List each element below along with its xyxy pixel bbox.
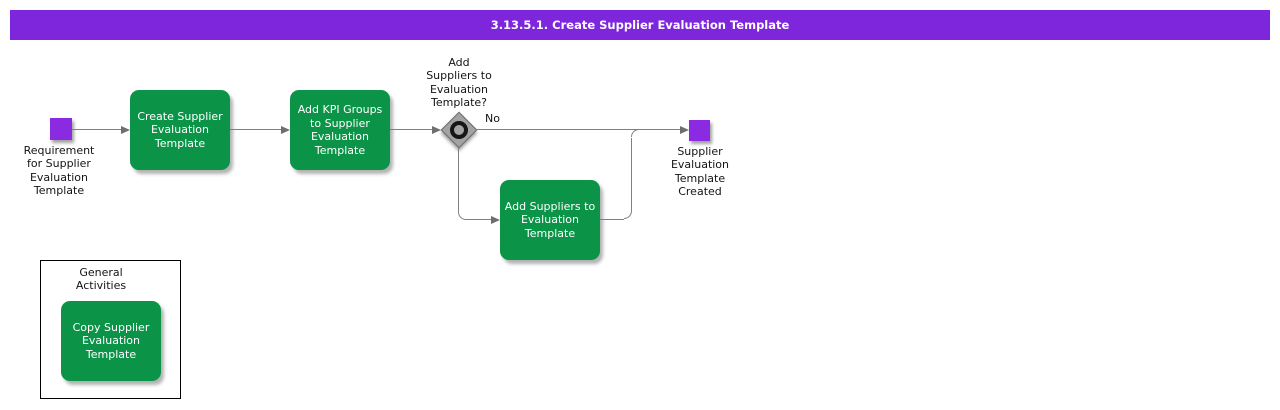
start-event-square[interactable] [50, 118, 72, 140]
decision-ring-icon [450, 121, 468, 139]
arrowhead-icon [121, 126, 130, 134]
activity-copy-supplier-evaluation-template[interactable]: Copy Supplier Evaluation Template [61, 301, 161, 381]
activity-label: Copy Supplier Evaluation Template [72, 320, 150, 361]
end-event-square[interactable] [689, 120, 710, 141]
general-activities-group: General Activities Copy Supplier Evaluat… [40, 260, 181, 399]
connector-corner [458, 212, 466, 220]
connector-merge-up-line [631, 138, 632, 211]
decision-no-branch-label: No [485, 112, 500, 125]
end-event-label: Supplier Evaluation Template Created [670, 145, 730, 199]
activity-label: Create Supplier Evaluation Template [137, 109, 223, 150]
connector-yes-branch-down-line [458, 148, 459, 212]
connector-create-to-kpi-line [230, 129, 281, 130]
arrowhead-icon [281, 126, 290, 134]
connector-no-branch-line [477, 129, 680, 130]
activity-label: Add Suppliers to Evaluation Template [504, 199, 596, 240]
arrowhead-icon [432, 126, 441, 134]
connector-yes-branch-line [466, 219, 491, 220]
connector-merge-out-line [600, 219, 624, 220]
diagram-title-bar: 3.13.5.1. Create Supplier Evaluation Tem… [10, 10, 1270, 40]
activity-add-kpi-groups[interactable]: Add KPI Groups to Supplier Evaluation Te… [290, 90, 390, 170]
connector-start-to-create-line [72, 129, 121, 130]
connector-kpi-to-decision-line [390, 129, 432, 130]
arrowhead-icon [680, 126, 689, 134]
decision-question-label: Add Suppliers to Evaluation Template? [426, 56, 492, 110]
diagram-title: 3.13.5.1. Create Supplier Evaluation Tem… [490, 18, 790, 32]
general-activities-title: General Activities [75, 266, 127, 293]
arrowhead-icon [491, 216, 500, 224]
start-event-label: Requirement for Supplier Evaluation Temp… [23, 144, 95, 198]
connector-corner [631, 129, 639, 137]
activity-add-suppliers[interactable]: Add Suppliers to Evaluation Template [500, 180, 600, 260]
connector-corner [624, 211, 632, 219]
activity-create-supplier-evaluation-template[interactable]: Create Supplier Evaluation Template [130, 90, 230, 170]
activity-label: Add KPI Groups to Supplier Evaluation Te… [297, 103, 383, 157]
